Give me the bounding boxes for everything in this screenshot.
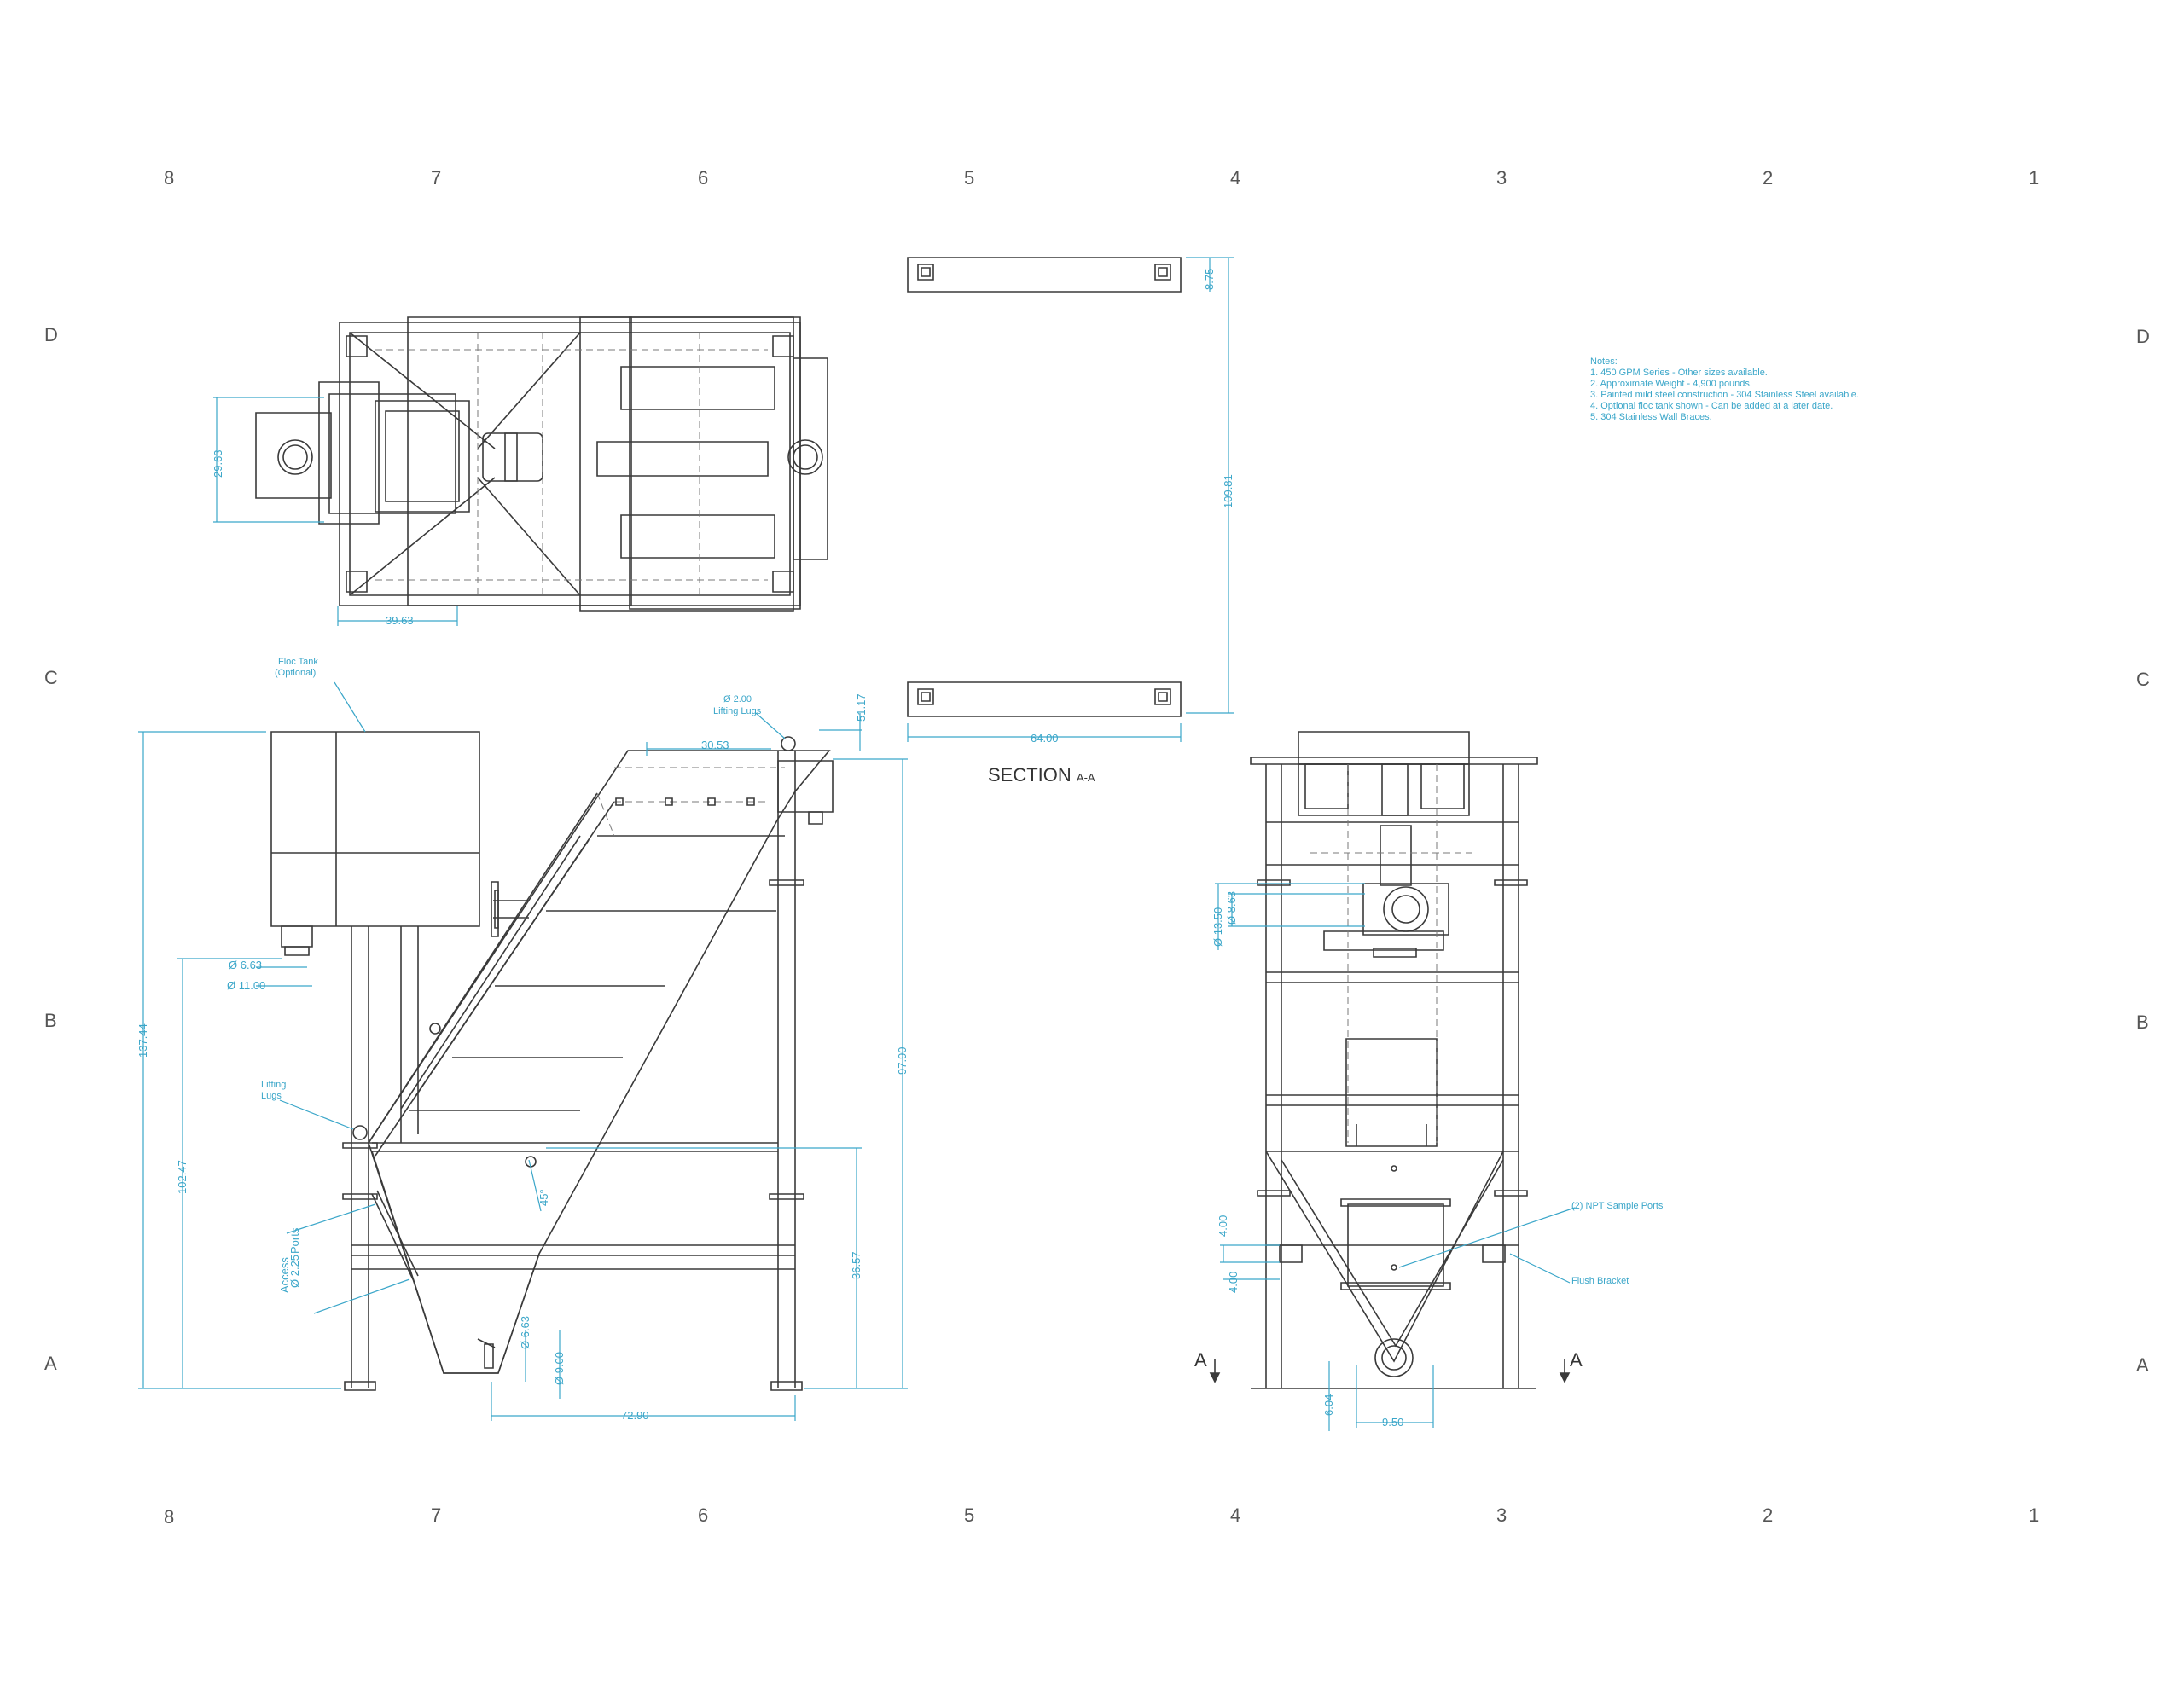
zone-col-bottom-6: 6 [698,1504,709,1526]
side-elevation [271,732,833,1390]
dim-sect-b: Ø 8.63 [1225,890,1238,925]
callout-flush-bracket: Flush Bracket [1571,1276,1629,1286]
plan-view [256,317,828,611]
callout-lifting-lugs-lower-2: Lugs [261,1091,282,1101]
zone-row-left-B: B [44,1010,57,1031]
zone-col-bottom-3: 3 [1496,1504,1507,1526]
zone-col-top-5: 5 [964,167,975,188]
zone-col-top-2: 2 [1763,167,1774,188]
dim-sect-d: 4.00 [1227,1271,1240,1293]
dim-sect-f: 9.50 [1382,1416,1404,1429]
zone-col-top-6: 6 [698,167,709,188]
section-title-suffix: A-A [1076,771,1095,784]
dim-inlet-a: Ø 6.63 [229,959,263,971]
dim-base-width: 64.00 [1031,732,1059,745]
dim-access-label-1: Access [278,1257,291,1293]
zone-row-right-C: C [2136,669,2150,690]
dim-inlet-b: Ø 11.00 [227,979,266,992]
zone-col-bottom-2: 2 [1763,1504,1774,1526]
callout-floc-tank-1: Floc Tank [278,657,318,667]
dim-outlet-b: Ø 9.00 [553,1351,566,1385]
dim-base-depth: 8.75 [1203,268,1216,290]
callout-lifting-lugs-lower-1: Lifting [261,1080,287,1090]
base-plates [908,258,1181,716]
callout-sample-ports: (2) NPT Sample Ports [1571,1201,1664,1211]
dim-sect-c: 4.00 [1217,1215,1229,1237]
zone-col-bottom-4: 4 [1230,1504,1241,1526]
incline-bolts [616,798,754,805]
section-title-text: SECTION [988,764,1072,786]
dim-angle: 45° [537,1189,550,1206]
notes-item-3: 3. Painted mild steel construction - 304… [1590,390,1859,400]
zone-col-top-7: 7 [431,167,442,188]
dim-base-len: 72.90 [621,1409,649,1422]
dim-access-label-2: Ports [288,1227,301,1254]
notes-heading: Notes: [1590,357,1618,367]
dim-top-run: 30.53 [701,739,729,751]
section-title: SECTION A-A [988,764,1095,786]
section-arrow-right-label: A [1570,1349,1583,1371]
dim-base-span: 109.81 [1222,474,1234,508]
zone-col-bottom-1: 1 [2029,1504,2040,1526]
zone-col-bottom-8: 8 [164,1506,175,1528]
dim-plan-width: 39.63 [386,614,414,627]
dim-top-offset: 51.17 [855,693,868,722]
zone-row-right-D: D [2136,326,2150,347]
zone-row-right-A: A [2136,1354,2149,1376]
dim-sect-e: 6.04 [1322,1394,1335,1416]
zone-row-left-A: A [44,1353,57,1374]
zone-col-top-8: 8 [164,167,175,188]
notes-item-2: 2. Approximate Weight - 4,900 pounds. [1590,379,1752,389]
zone-col-top-3: 3 [1496,167,1507,188]
dim-outlet-a: Ø 6.63 [519,1315,531,1349]
dim-overall-height: 137.44 [136,1023,149,1058]
dim-frame-height: 97.90 [896,1046,909,1075]
dim-plan-height: 29.63 [212,449,224,478]
dim-sludge-height: 36.57 [850,1251,863,1279]
zone-col-top-4: 4 [1230,167,1241,188]
zone-col-bottom-5: 5 [964,1504,975,1526]
section-arrow-left-label: A [1194,1349,1207,1371]
zone-col-bottom-7: 7 [431,1504,442,1526]
callout-floc-tank-2: (Optional) [275,668,317,678]
zone-row-right-B: B [2136,1012,2149,1033]
dim-sect-a: Ø 13.50 [1211,907,1224,947]
dim-inlet-height: 102.47 [176,1160,189,1194]
callout-lug-dia: Ø 2.00 [723,694,752,704]
section-view [1211,732,1569,1388]
zone-row-left-C: C [44,667,58,688]
callout-lifting-lugs: Lifting Lugs [713,706,762,716]
dimension-lines [138,258,1575,1431]
notes-item-1: 1. 450 GPM Series - Other sizes availabl… [1590,368,1768,378]
zone-col-top-1: 1 [2029,167,2040,188]
zone-row-left-D: D [44,324,58,345]
notes-item-4: 4. Optional floc tank shown - Can be add… [1590,401,1833,411]
notes-item-5: 5. 304 Stainless Wall Braces. [1590,412,1712,422]
